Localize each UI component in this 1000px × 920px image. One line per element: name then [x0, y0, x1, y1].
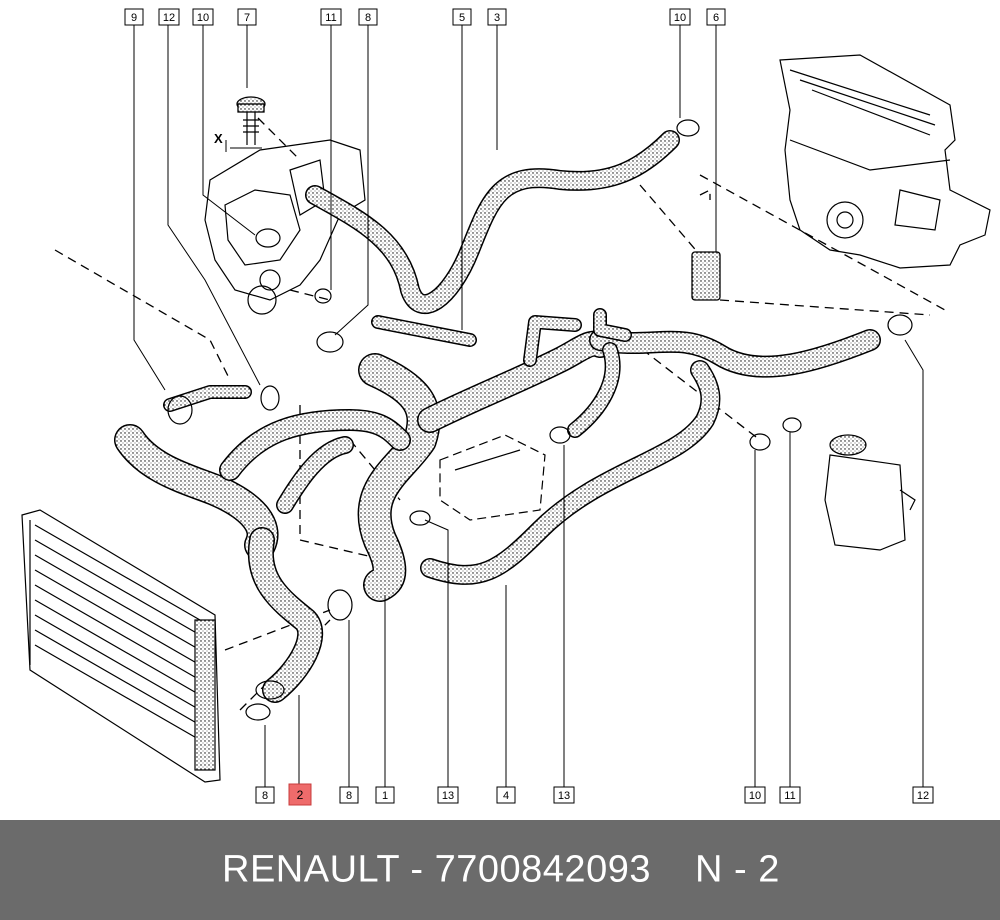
callout-13-bottom-right: 13 [553, 786, 575, 804]
hose-clamps [167, 119, 913, 721]
radiator-cap [225, 96, 266, 152]
part-number-label: RENAULT - 7700842093 [222, 848, 651, 891]
hose-diagram: X [21, 8, 991, 806]
callout-6-top: 6 [706, 8, 726, 26]
svg-text:4: 4 [503, 790, 509, 802]
svg-text:10: 10 [749, 790, 761, 802]
heater-matrix [439, 434, 546, 521]
svg-text:3: 3 [494, 12, 500, 24]
svg-text:13: 13 [442, 790, 454, 802]
callout-10-bottom: 10 [744, 786, 766, 804]
svg-text:6: 6 [713, 12, 719, 24]
top-callouts: 9 12 10 7 11 8 5 3 [124, 8, 726, 26]
callout-8-bottom: 8 [339, 786, 359, 804]
svg-text:8: 8 [365, 12, 371, 24]
callout-1-bottom: 1 [375, 786, 395, 804]
thermostat-housing [204, 139, 366, 315]
callout-8-top: 8 [358, 8, 378, 26]
svg-text:12: 12 [163, 12, 175, 24]
svg-text:10: 10 [674, 12, 686, 24]
hoses [114, 130, 881, 703]
callout-10-top-right: 10 [669, 8, 691, 26]
svg-text:11: 11 [325, 12, 336, 24]
callout-11-bottom: 11 [779, 786, 801, 804]
svg-text:12: 12 [917, 790, 929, 802]
svg-text:11: 11 [784, 790, 795, 802]
svg-text:10: 10 [197, 12, 209, 24]
svg-text:8: 8 [262, 790, 268, 802]
callout-13-bottom-left: 13 [437, 786, 459, 804]
callout-3-top: 3 [487, 8, 507, 26]
callout-10-top-left: 10 [192, 8, 214, 26]
svg-text:1: 1 [382, 790, 388, 802]
callout-9-top: 9 [124, 8, 144, 26]
leader-lines [133, 25, 924, 787]
callout-11-top: 11 [320, 8, 342, 26]
svg-text:9: 9 [131, 12, 137, 24]
callout-8-bottom-left: 8 [255, 786, 275, 804]
svg-text:8: 8 [346, 790, 352, 802]
callout-2-highlighted: 2 [288, 783, 312, 806]
callout-4-bottom: 4 [496, 786, 516, 804]
svg-text:7: 7 [244, 12, 250, 24]
svg-text:2: 2 [297, 788, 304, 802]
callout-5-top: 5 [452, 8, 472, 26]
expansion-tank [824, 434, 916, 551]
svg-text:5: 5 [459, 12, 465, 24]
callout-12-bottom: 12 [912, 786, 934, 804]
radiator [21, 509, 221, 783]
bottom-callouts: 8 2 8 1 13 4 13 10 [255, 783, 934, 806]
engine-block [779, 54, 991, 269]
page-reference-label: N - 2 [695, 848, 780, 891]
svg-text:13: 13 [558, 790, 570, 802]
part-footer: RENAULT - 7700842093 N - 2 [0, 820, 1000, 920]
callout-7-top: 7 [237, 8, 257, 26]
callout-12-top: 12 [158, 8, 180, 26]
x-label: X [214, 131, 223, 146]
